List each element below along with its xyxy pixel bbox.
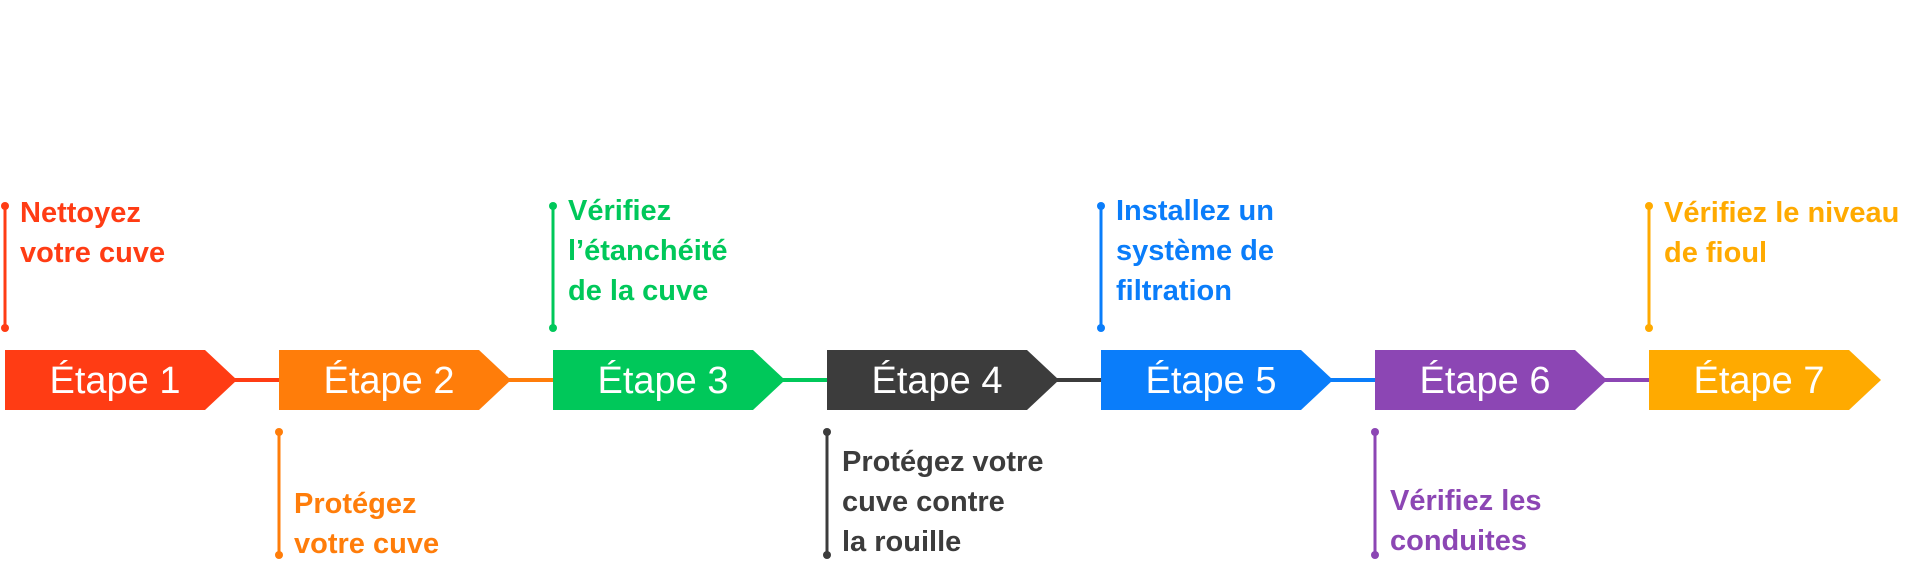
step-1-label: Étape 1 [50, 359, 181, 402]
note-marker-dot [275, 428, 283, 436]
note-marker-dot [1645, 324, 1653, 332]
step-5-arrow [1101, 350, 1333, 410]
step-4-arrow [827, 350, 1059, 410]
step-1-arrow [5, 350, 237, 410]
note-text-line: Vérifiez le niveau [1664, 197, 1899, 229]
note-marker-dot [823, 551, 831, 559]
note-marker-dot [1371, 551, 1379, 559]
note-text-line: la rouille [842, 526, 961, 558]
step-6-arrow [1375, 350, 1607, 410]
note-text-line: filtration [1116, 275, 1232, 307]
step-2-arrow [279, 350, 511, 410]
note-text-line: l’étanchéité [568, 235, 728, 267]
step-4-label: Étape 4 [872, 359, 1003, 402]
note-text-line: cuve contre [842, 486, 1005, 518]
step-4-note: Protégez votre cuve contre la rouille [823, 428, 1043, 559]
note-text-line: votre cuve [294, 528, 439, 560]
note-marker-dot [1371, 428, 1379, 436]
step-1-note: Nettoyez votre cuve [1, 197, 165, 332]
note-text-line: Installez un [1116, 195, 1274, 227]
note-marker-dot [1, 202, 9, 210]
note-text-line: Vérifiez les [1390, 485, 1542, 517]
note-marker-dot [549, 202, 557, 210]
step-6-label: Étape 6 [1420, 359, 1551, 402]
step-5-note: Installez un système de filtration [1097, 195, 1274, 332]
note-text-line: Vérifiez [568, 195, 671, 227]
note-text-line: conduites [1390, 525, 1527, 557]
step-7-note: Vérifiez le niveau de fioul [1645, 197, 1899, 332]
step-3-note: Vérifiez l’étanchéité de la cuve [549, 195, 728, 332]
step-3-label: Étape 3 [598, 359, 729, 402]
step-arrows: Étape 1 Étape 2 Étape 3 Étape 4 Étape 5 Étape… [5, 350, 1881, 410]
note-text-line: Nettoyez [20, 197, 141, 229]
note-text-line: système de [1116, 235, 1274, 267]
note-marker-dot [275, 551, 283, 559]
note-marker-dot [1097, 202, 1105, 210]
note-text-line: Protégez [294, 488, 416, 520]
step-5-label: Étape 5 [1146, 359, 1277, 402]
step-7-label: Étape 7 [1694, 359, 1825, 402]
step-2-label: Étape 2 [324, 359, 455, 402]
step-2-note: Protégez votre cuve [275, 428, 439, 560]
note-text-line: votre cuve [20, 237, 165, 269]
note-text-line: de fioul [1664, 237, 1767, 269]
note-marker-dot [1645, 202, 1653, 210]
note-text-line: de la cuve [568, 275, 708, 307]
note-marker-dot [1097, 324, 1105, 332]
note-marker-dot [823, 428, 831, 436]
step-7-arrow [1649, 350, 1881, 410]
step-3-arrow [553, 350, 785, 410]
note-marker-dot [1, 324, 9, 332]
note-text-line: Protégez votre [842, 446, 1043, 478]
note-marker-dot [549, 324, 557, 332]
step-6-note: Vérifiez les conduites [1371, 428, 1542, 559]
